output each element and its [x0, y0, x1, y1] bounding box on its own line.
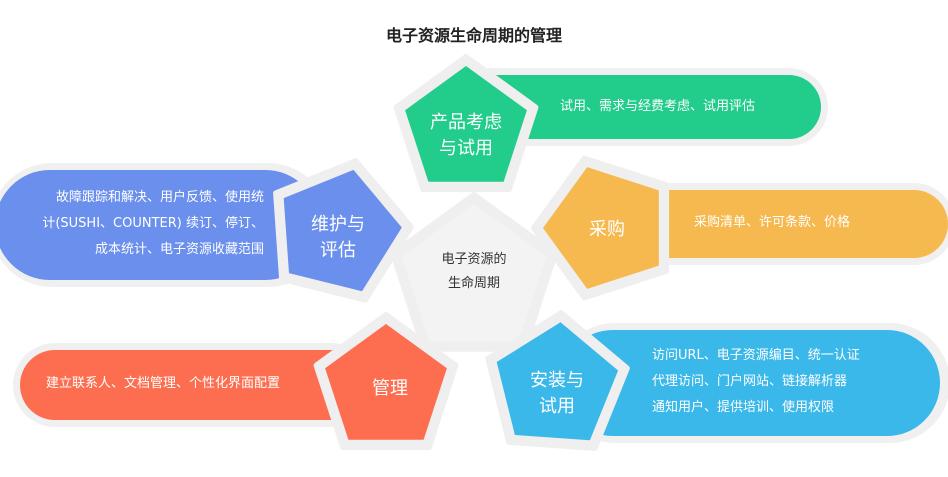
- title-line: 评估: [320, 240, 356, 261]
- stage-install-title: 安装与 试用: [507, 368, 607, 420]
- pill-manage-fill: [20, 350, 366, 420]
- center-pentagon: [401, 204, 547, 342]
- stage-install-desc: 访问URL、电子资源编目、统一认证 代理访问、门户网站、链接解析器 通知用户、提…: [652, 343, 860, 421]
- center-label: 电子资源的 生命周期: [414, 248, 534, 296]
- pentagon-manage: [325, 324, 447, 440]
- desc-line: 通知用户、提供培训、使用权限: [652, 400, 835, 415]
- center-line-2: 生命周期: [447, 276, 500, 291]
- diagram-title: 电子资源生命周期的管理: [385, 26, 562, 45]
- desc-line: 成本统计、电子资源收藏范围: [94, 242, 264, 257]
- pill-maintain-fill: [0, 170, 320, 280]
- title-line: 与试用: [439, 138, 493, 159]
- title-line: 维护与: [311, 214, 365, 235]
- stage-maintain-title: 维护与 评估: [288, 212, 388, 264]
- pill-purchase-fill: [600, 190, 948, 258]
- stage-trial-title: 产品考虑 与试用: [416, 110, 516, 162]
- stage-purchase-title: 采购: [589, 219, 625, 240]
- pentagon-maintain: [283, 169, 402, 292]
- pentagon-install: [496, 322, 619, 441]
- title-line: 产品考虑: [430, 112, 502, 133]
- stage-purchase-desc: 采购清单、许可条款、价格: [694, 215, 851, 230]
- center-line-1: 电子资源的: [441, 252, 507, 267]
- pentagon-trial: [405, 66, 527, 182]
- stage-maintain-desc: 故障跟踪和解决、用户反馈、使用统 计(SUSHI、COUNTER) 续订、停订、…: [42, 185, 264, 263]
- stage-trial-desc: 试用、需求与经费考虑、试用评估: [560, 99, 756, 114]
- stage-manage-desc: 建立联系人、文档管理、个性化界面配置: [46, 376, 281, 391]
- desc-line: 计(SUSHI、COUNTER) 续订、停订、: [42, 216, 264, 231]
- pill-trial-fill: [455, 75, 821, 139]
- desc-line: 代理访问、门户网站、链接解析器: [652, 374, 848, 389]
- pill-install-fill: [560, 330, 940, 436]
- pentagon-purchase: [543, 167, 659, 289]
- title-line: 安装与: [530, 370, 584, 391]
- title-line: 试用: [539, 396, 575, 417]
- stage-manage-title: 管理: [372, 378, 408, 399]
- desc-line: 访问URL、电子资源编目、统一认证: [652, 348, 860, 363]
- desc-line: 故障跟踪和解决、用户反馈、使用统: [55, 190, 264, 205]
